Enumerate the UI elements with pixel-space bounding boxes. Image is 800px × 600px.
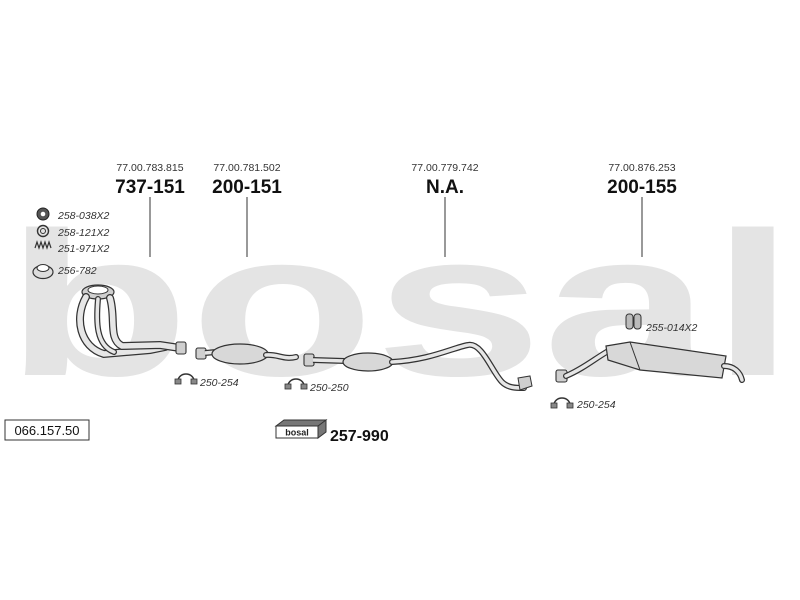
clamp-label-250-254-a: 250-254 [199, 377, 239, 389]
clamp-icon [174, 373, 198, 385]
nut-icon [36, 207, 50, 221]
reference-number-box: 066.157.50 [4, 419, 90, 441]
fitting-label-258-038: 258-038X2 [57, 210, 110, 222]
section-1-heading: 77.00.783.815 737-151 [115, 162, 185, 257]
spring-icon [34, 240, 52, 250]
clamp-icon [284, 378, 308, 390]
clamp-label-250-250: 250-250 [309, 382, 349, 394]
middle-silencer-drawing [303, 341, 533, 391]
front-pipe-drawing [76, 284, 187, 359]
section-1-part-number: 737-151 [115, 177, 185, 198]
section-4-heading: 77.00.876.253 200-155 [607, 162, 677, 257]
front-silencer-drawing [195, 343, 299, 365]
section-1-oe-number: 77.00.783.815 [116, 162, 183, 174]
reference-number: 066.157.50 [14, 423, 79, 438]
section-2-heading: 77.00.781.502 200-151 [212, 162, 282, 257]
kit-number: 257-990 [330, 428, 389, 445]
fitting-label-251-971: 251-971X2 [57, 243, 110, 255]
kit-box [275, 425, 319, 439]
section-2-oe-number: 77.00.781.502 [213, 162, 280, 174]
fitting-label-258-121: 258-121X2 [57, 227, 110, 239]
section-4-oe-number: 77.00.876.253 [608, 162, 675, 174]
section-3-heading: 77.00.779.742 N.A. [411, 162, 479, 257]
rear-silencer-drawing [555, 341, 745, 383]
section-3-oe-number: 77.00.779.742 [411, 162, 478, 174]
rubber-mount-icon [625, 313, 642, 330]
clamp-icon [550, 397, 574, 409]
section-3-part-number: N.A. [426, 177, 464, 198]
gasket-ring-icon [32, 264, 54, 280]
kit-box-logo: bosal [285, 428, 309, 438]
washer-icon [36, 224, 50, 238]
section-4-part-number: 200-155 [607, 177, 677, 198]
section-2-part-number: 200-151 [212, 177, 282, 198]
mounting-kit: bosal 257-990 [274, 419, 389, 445]
bosal-watermark: bosal [5, 190, 795, 419]
clamp-label-250-254-b: 250-254 [576, 399, 616, 411]
mount-label-255-014: 255-014X2 [645, 322, 698, 334]
fitting-label-256-782: 256-782 [57, 265, 97, 277]
